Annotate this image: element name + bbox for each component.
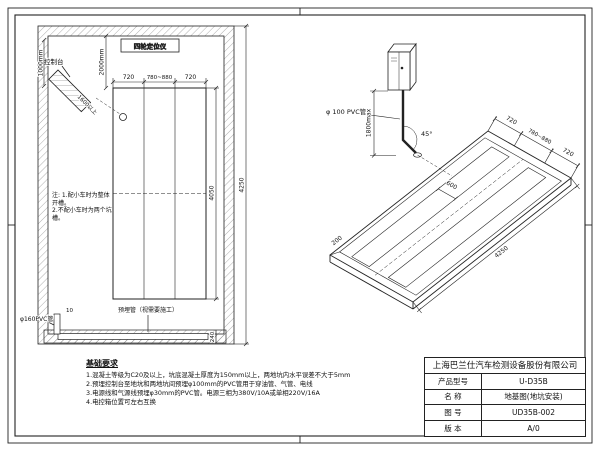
requirements-title: 基础要求	[86, 359, 118, 368]
console-label: 控制台	[44, 57, 64, 66]
pipe-underground	[417, 154, 453, 177]
plan-note-1: 注: 1.配小车时为整体开槽。	[52, 192, 110, 207]
plan-dim-offset: 2000mm	[99, 48, 106, 75]
plan-dim-overall: 4250	[239, 177, 246, 192]
iso-centerline	[374, 159, 524, 276]
iso-pvc-pipe	[401, 90, 417, 154]
iso-track-right	[387, 167, 547, 288]
revision: A/0	[527, 424, 540, 434]
iso-pit-outer	[329, 130, 572, 303]
console-leader	[61, 65, 71, 78]
iso-dim-length: 4250	[493, 245, 509, 260]
iso-dimensions: φ 100 PVC管 45° 1800max 720 780~880 720 4…	[325, 88, 581, 314]
field-label: 版 本	[425, 421, 482, 436]
iso-dim-top-3: 720	[561, 147, 575, 159]
title-block-row: 图 号 UD35B-002	[425, 405, 585, 422]
title-block-row: 版 本 A/0	[425, 421, 585, 436]
detail-dim-a: 10	[66, 308, 73, 314]
console-block	[48, 69, 92, 113]
plan-dim-pit-length: 4050	[209, 185, 216, 200]
field-label: 图 号	[425, 405, 482, 421]
cabinet-handle	[400, 66, 404, 70]
requirement-item: 4.电控箱位置可左右互换	[86, 398, 157, 406]
embed-label: 预埋管（视需要施工）	[118, 306, 178, 314]
field-label: 名 称	[425, 389, 482, 405]
pvc-label-leader	[47, 321, 55, 326]
iso-view	[329, 42, 572, 310]
iso-height-label: 1800max	[366, 108, 373, 137]
detail-dim-b: 240	[210, 331, 216, 342]
plan-dim-top-2: 780~880	[147, 75, 173, 81]
title-block-row: 名 称 地基图(地坑安装)	[425, 389, 585, 406]
plan-dim-top-3: 720	[185, 74, 197, 81]
plan-dim-wall: 1000mm	[38, 49, 45, 76]
sheet-border	[7, 7, 593, 444]
requirement-item: 2.预埋控制台至地坑和两地坑间预埋φ100mm的PVC管用于穿油管、气管、电线	[86, 380, 313, 388]
title-block-row: 产品型号 U-D35B	[425, 373, 585, 390]
requirement-item: 3.电源线和气源线预埋φ30mm的PVC管。电源三相为380V/10A或单相22…	[86, 389, 320, 397]
plan-dim-top-1: 720	[123, 74, 135, 81]
iso-dim-top-2: 780~880	[527, 128, 553, 146]
plan-view: 四轮定位仪 控制台 1600以上	[37, 25, 235, 345]
iso-dim-top-1: 720	[505, 115, 519, 127]
foundation-requirements: 基础要求 1.混凝土等级为C20及以上，坑底混凝土厚度为150mm以上，两地坑内…	[86, 358, 418, 407]
plan-note-2: 2.不配小车时为两个坑槽。	[52, 207, 112, 222]
angle-arc	[402, 125, 418, 151]
pvc-label: φ160PVC管	[20, 315, 53, 323]
field-label: 产品型号	[425, 373, 482, 389]
plan-pipe-outlet	[119, 113, 127, 121]
pipe-stub	[53, 313, 61, 335]
company-name: 上海巴兰仕汽车检测设备股份有限公司	[425, 358, 585, 374]
iso-angle-label: 45°	[421, 130, 433, 138]
plan-dimensions: 720 780~880 720 1000mm 2000mm 4050 4250	[37, 23, 249, 347]
pipe-horizontal	[57, 333, 209, 340]
drawing-name: 地基图(地坑安装)	[504, 392, 563, 402]
product-model: U-D35B	[519, 376, 548, 386]
plan-notes: 注: 1.配小车时为整体开槽。 2.不配小车时为两个坑槽。	[52, 192, 112, 222]
aligner-label: 四轮定位仪	[134, 42, 167, 51]
control-cabinet	[387, 42, 417, 92]
iso-pit-ledge	[339, 137, 562, 296]
title-block: 上海巴兰仕汽车检测设备股份有限公司 产品型号 U-D35B 名 称 地基图(地坑…	[424, 357, 586, 437]
aligner-label-box	[120, 38, 180, 53]
requirement-item: 1.混凝土等级为C20及以上，坑底混凝土厚度为150mm以上，两地坑内水平误差不…	[86, 371, 351, 379]
iso-track-left	[351, 146, 510, 267]
section-detail: 预埋管（视需要施工） φ160PVC管 10 240	[19, 305, 227, 344]
drawing-number: UD35B-002	[512, 408, 555, 418]
iso-pipe-label: φ 100 PVC管	[326, 107, 367, 116]
